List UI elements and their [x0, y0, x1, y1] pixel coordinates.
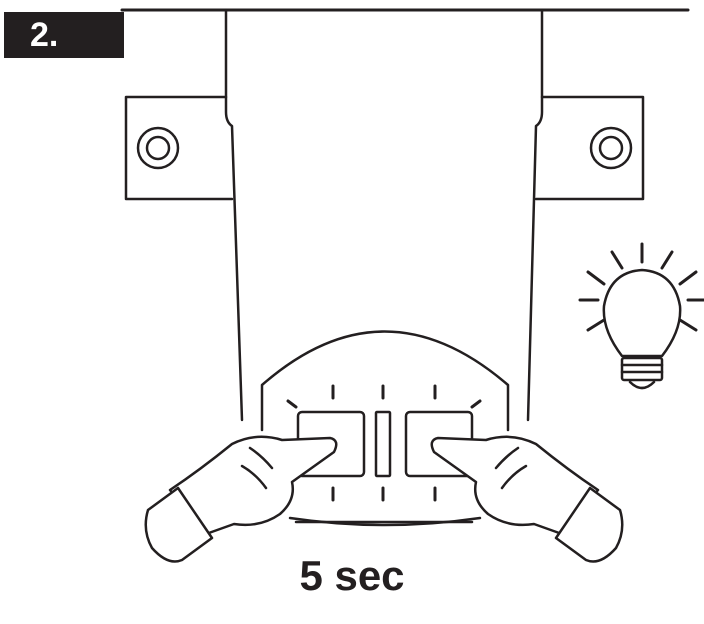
center-divider [374, 410, 392, 478]
screw-icon [589, 126, 633, 170]
finger-hand-icon [430, 435, 624, 563]
control-unit [260, 330, 510, 527]
lightbulb-icon [578, 242, 704, 390]
screw-icon [136, 126, 180, 170]
press-indicator-marks [286, 384, 482, 502]
press-duration-label: 5 sec [299, 552, 405, 599]
mounting-bracket-left [124, 95, 234, 201]
finger-hand-icon [144, 435, 338, 563]
device-housing [224, 8, 544, 422]
step-badge: 2. [4, 12, 124, 58]
mounting-bracket-right [534, 95, 645, 201]
light-rays [578, 242, 704, 332]
step-number: 2. [30, 16, 59, 54]
